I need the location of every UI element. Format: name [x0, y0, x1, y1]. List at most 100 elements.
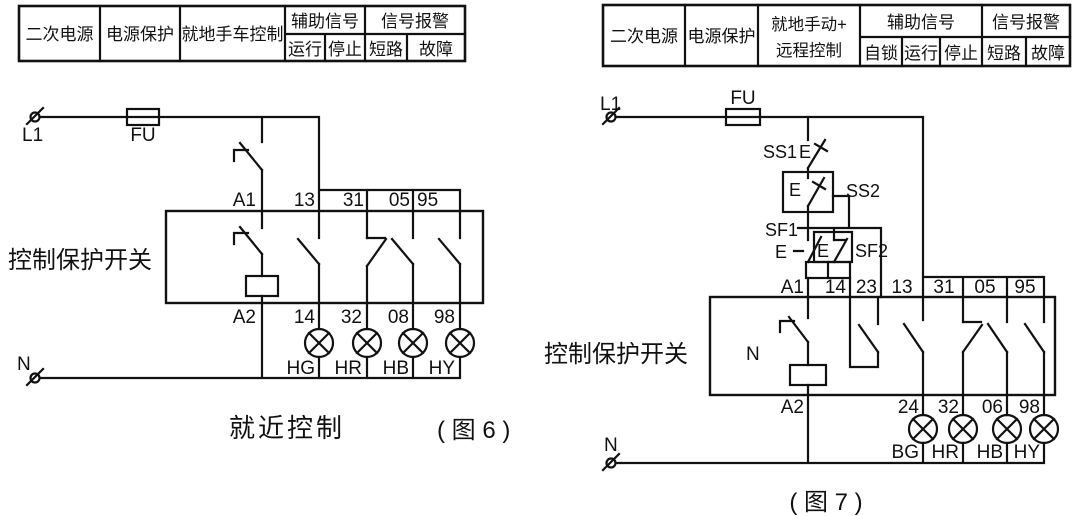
fig7-label-ss2: SS2	[846, 181, 880, 201]
lamp-hy-icon	[1028, 413, 1060, 445]
fig6-terminal-slashes	[25, 106, 45, 387]
fig6-lamp-hy-label: HY	[429, 358, 456, 379]
fig7-terminals	[601, 106, 621, 472]
fig7-term-95: 95	[1014, 277, 1035, 298]
fig7-term-14: 14	[825, 277, 847, 298]
fig6-lamp-hg-label: HG	[287, 358, 316, 379]
fig7-label-sf1: SF1	[765, 220, 798, 240]
fig7-sub-run: 运行	[904, 44, 938, 63]
fig7-lamp-hy-label: HY	[1014, 442, 1041, 463]
fig6-lamp-crosses	[307, 331, 472, 355]
fig6-number: ( 图 6 )	[437, 417, 510, 444]
fig7-cps-box	[708, 295, 1057, 397]
fig7-term-a2: A2	[781, 397, 804, 418]
fig6-table-grid	[98, 4, 467, 63]
n-terminal-icon	[605, 457, 617, 469]
lamp-hg-icon	[303, 327, 335, 359]
fig6-lamp-hb-label: HB	[383, 358, 409, 379]
fig7-sub-selflock: 自锁	[864, 44, 898, 63]
fig6-lamps	[303, 327, 476, 359]
fig7-sub-stop: 停止	[944, 44, 978, 63]
fuse-fu-icon	[125, 107, 161, 127]
fig7-term-13: 13	[891, 277, 912, 298]
ss2-switch-box	[781, 170, 835, 214]
fig7-col-power: 二次电源	[610, 27, 678, 46]
lamp-hb-icon	[397, 327, 429, 359]
lamp-hr-icon	[947, 413, 979, 445]
fig6-col-protect: 电源保护	[106, 25, 174, 44]
fig6-caption: 就近控制	[229, 413, 345, 443]
fig7-label-sf1-e: E	[775, 242, 787, 262]
fig7-label-ss1-e: E	[799, 142, 811, 162]
fig6-term-31: 31	[343, 190, 364, 211]
coil-a1-a2-icon	[788, 363, 828, 387]
n-terminal-icon	[29, 372, 41, 384]
fig6-term-32: 32	[341, 307, 362, 328]
fig7-label-ss2-e: E	[789, 180, 801, 200]
fig7-term-23: 23	[856, 277, 877, 298]
fig6-label-fu: FU	[130, 125, 155, 146]
fig6-term-14: 14	[294, 307, 316, 328]
fig7-term-06: 06	[982, 397, 1003, 418]
fig6-label-n: N	[17, 354, 31, 375]
fig6-term-a2: A2	[233, 307, 256, 328]
fig6-terminals	[25, 106, 45, 387]
fig6-cps-box	[164, 209, 485, 305]
fig6-term-13: 13	[294, 190, 315, 211]
fig7-function-table: 二次电源 电源保护 就地手动+ 远程控制 辅助信号 信号报警 自锁 运行 停止 …	[601, 3, 1072, 68]
fig6-grp-aux: 辅助信号	[291, 12, 359, 31]
fig6-sub-short: 短路	[369, 40, 403, 59]
l1-terminal-icon	[29, 111, 41, 123]
fig6-function-table: 二次电源 电源保护 就地手车控制 辅助信号 信号报警 运行 停止 短路 故障	[17, 4, 467, 63]
fig7-term-24: 24	[898, 397, 920, 418]
fig6-sub-run: 运行	[288, 40, 322, 59]
fig7-label-ss1: SS1	[763, 142, 797, 162]
fig7-term-a1: A1	[781, 277, 804, 298]
fig6-term-98: 98	[434, 307, 455, 328]
fig7-lamp-hb-label: HB	[977, 442, 1003, 463]
l1-terminal-icon	[605, 111, 617, 123]
fig6-wires	[38, 115, 462, 380]
fig7-label-sf2-e: E	[817, 241, 829, 261]
fig6-term-05: 05	[389, 190, 410, 211]
fig7-sub-short: 短路	[987, 44, 1021, 63]
figure-6: 二次电源 电源保护 就地手车控制 辅助信号 信号报警 运行 停止 短路 故障	[8, 4, 510, 444]
fig7-terminal-slashes	[601, 106, 621, 472]
fuse-fu-icon	[724, 107, 762, 127]
fig7-label-l1: L1	[600, 94, 621, 115]
figure-7: 二次电源 电源保护 就地手动+ 远程控制 辅助信号 信号报警 自锁 运行 停止 …	[544, 3, 1072, 516]
fig7-term-98: 98	[1019, 397, 1040, 418]
fig6-col-power: 二次电源	[26, 25, 94, 44]
fig7-table-border	[601, 3, 1072, 68]
fig6-lamp-hr-label: HR	[335, 358, 362, 379]
fig6-grp-alarm: 信号报警	[381, 12, 449, 31]
fig7-coil-n-label: N	[746, 344, 760, 365]
fig6-term-a1: A1	[233, 190, 256, 211]
fig7-lamps	[907, 413, 1060, 445]
fig7-term-31: 31	[933, 277, 954, 298]
fig7-col-control-line1: 就地手动+	[771, 15, 847, 34]
fig7-label-sf2: SF2	[855, 241, 888, 261]
fig7-grp-aux: 辅助信号	[887, 13, 955, 32]
fig7-lamp-crosses	[911, 417, 1056, 441]
fig6-sub-stop: 停止	[328, 40, 362, 59]
fig7-box-label: 控制保护开关	[544, 341, 688, 368]
coil-a1-a2-icon	[244, 274, 280, 298]
fig7-sub-fault: 故障	[1031, 44, 1065, 63]
fig7-col-control-line2: 远程控制	[776, 41, 842, 60]
fig7-col-protect: 电源保护	[688, 27, 756, 46]
fig7-lamp-bg-label: BG	[892, 442, 919, 463]
lamp-hy-icon	[444, 327, 476, 359]
fig6-col-control: 就地手车控制	[182, 25, 284, 44]
fig7-table-grid	[683, 3, 1072, 68]
fig6-label-l1: L1	[22, 125, 43, 146]
fig7-term-05: 05	[974, 277, 995, 298]
fig7-label-fu: FU	[730, 88, 755, 109]
fig6-contact-blades	[232, 141, 462, 268]
fig7-contact-blades	[778, 138, 1046, 354]
fig7-grp-alarm: 信号报警	[992, 13, 1060, 32]
button-terminal-block	[804, 260, 852, 280]
lamp-hr-icon	[351, 327, 383, 359]
